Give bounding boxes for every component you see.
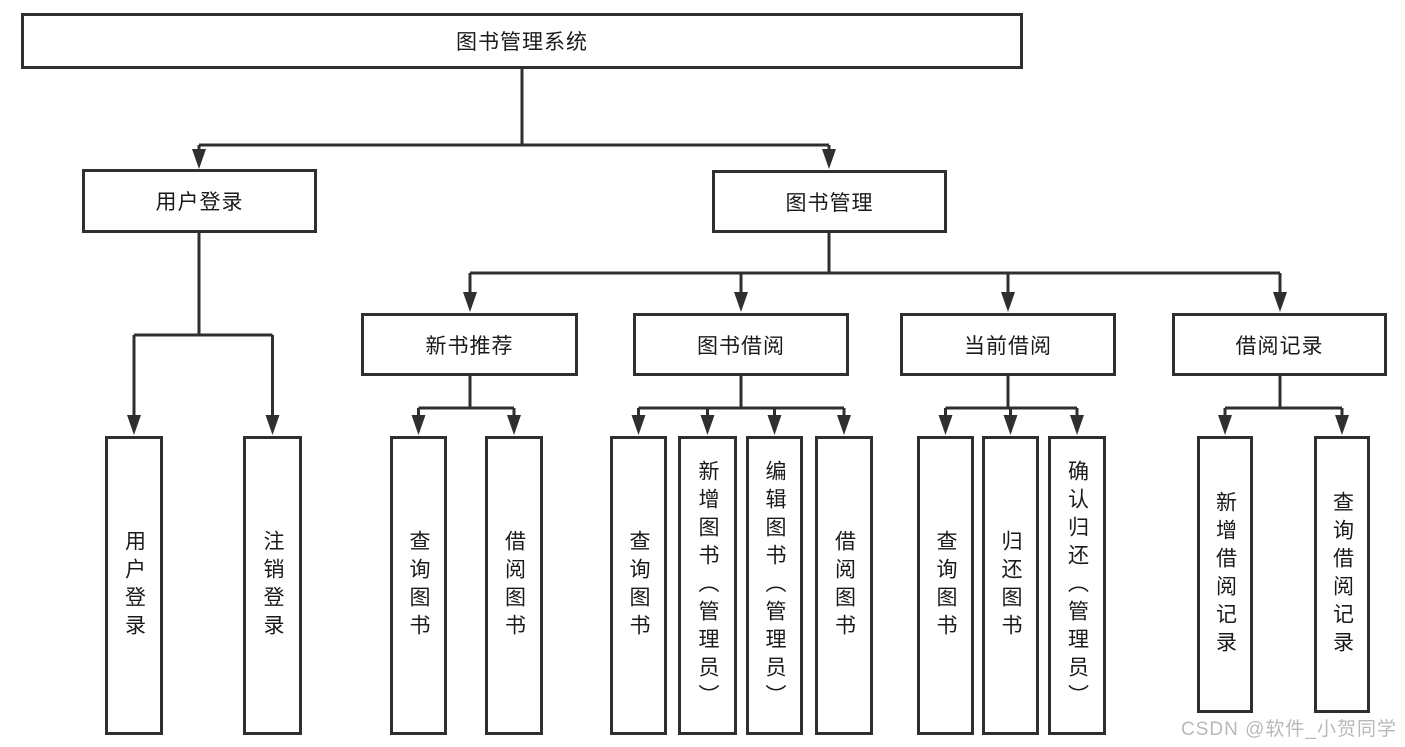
leaf-query-books-borrow: 查询图书 (610, 436, 667, 735)
node-new-book-recommendation: 新书推荐 (361, 313, 578, 376)
leaf-confirm-return-admin: 确认归还（管理员） (1048, 436, 1106, 735)
node-book-borrowing: 图书借阅 (633, 313, 849, 376)
leaf-borrow-books-recommend: 借阅图书 (485, 436, 543, 735)
node-library-management-system: 图书管理系统 (21, 13, 1023, 69)
node-user-login: 用户登录 (82, 169, 317, 233)
csdn-watermark: CSDN @软件_小贺同学 (1181, 719, 1397, 740)
node-current-borrowing: 当前借阅 (900, 313, 1116, 376)
leaf-edit-books-admin: 编辑图书（管理员） (746, 436, 803, 735)
leaf-user-login: 用户登录 (105, 436, 163, 735)
leaf-query-books-recommend: 查询图书 (390, 436, 447, 735)
leaf-add-borrow-record: 新增借阅记录 (1197, 436, 1253, 713)
leaf-query-borrow-record: 查询借阅记录 (1314, 436, 1370, 713)
node-borrowing-records: 借阅记录 (1172, 313, 1387, 376)
leaf-return-books: 归还图书 (982, 436, 1039, 735)
leaf-borrow-books: 借阅图书 (815, 436, 873, 735)
leaf-add-books-admin: 新增图书（管理员） (678, 436, 737, 735)
node-book-management: 图书管理 (712, 170, 947, 233)
leaf-logout-login: 注销登录 (243, 436, 302, 735)
leaf-query-books-current: 查询图书 (917, 436, 974, 735)
